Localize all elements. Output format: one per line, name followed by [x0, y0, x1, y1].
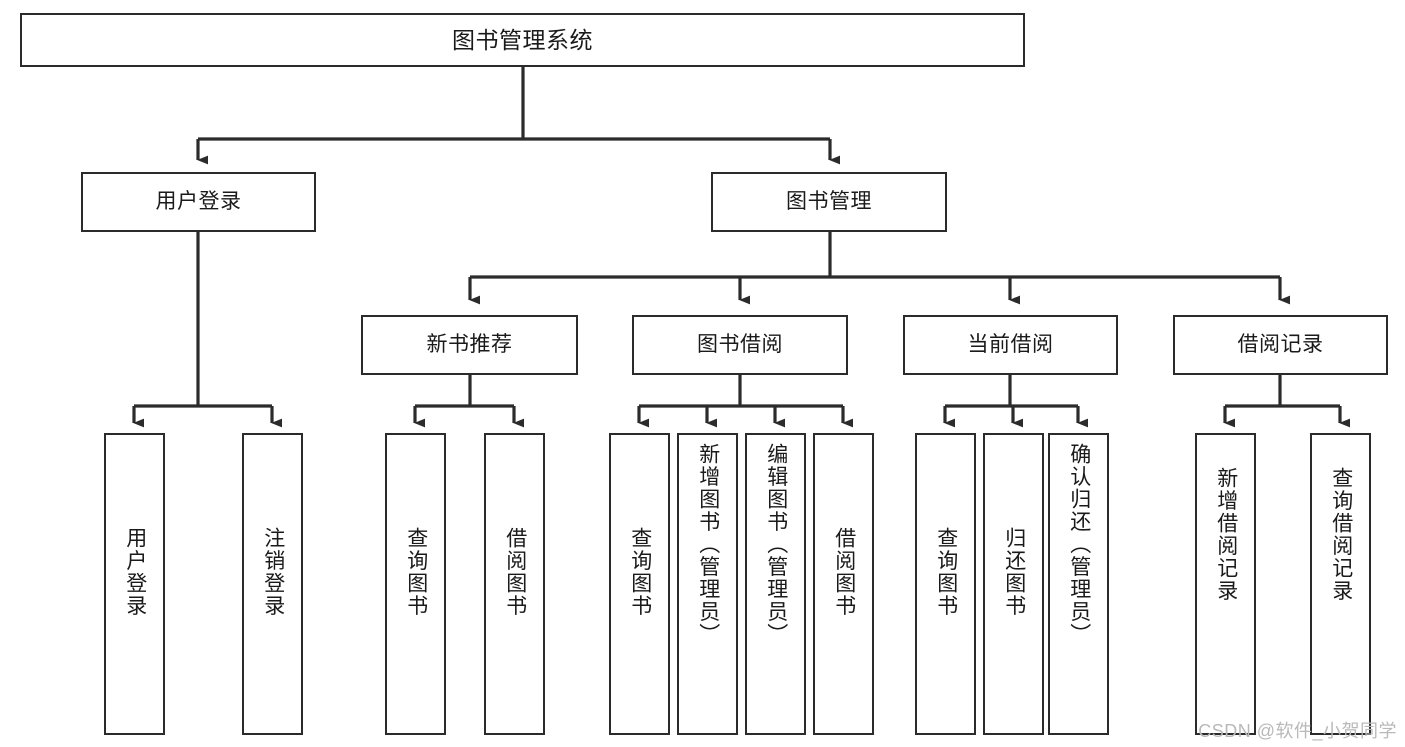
node-label: 新书推荐 — [426, 332, 513, 356]
leaf-query-book-current[interactable]: 查询图书 — [915, 433, 976, 735]
node-label: 查询图书 — [404, 527, 428, 617]
node-label: 借阅图书 — [832, 527, 856, 617]
node-user-login[interactable]: 用户登录 — [81, 172, 316, 232]
node-label: 新增图书（管理员） — [696, 443, 720, 646]
node-new-book-recommend[interactable]: 新书推荐 — [361, 315, 578, 375]
node-label: 用户登录 — [123, 527, 147, 617]
node-label: 查询图书 — [934, 527, 958, 617]
node-label: 图书管理 — [786, 189, 872, 213]
node-label: 编辑图书（管理员） — [764, 443, 788, 646]
leaf-confirm-return-admin[interactable]: 确认归还（管理员） — [1048, 433, 1109, 735]
node-current-borrow[interactable]: 当前借阅 — [903, 315, 1118, 375]
leaf-return-book[interactable]: 归还图书 — [983, 433, 1044, 735]
node-book-borrow[interactable]: 图书借阅 — [632, 315, 848, 375]
node-label: 当前借阅 — [967, 332, 1054, 356]
leaf-borrow-book-new[interactable]: 借阅图书 — [484, 433, 545, 735]
node-label: 用户登录 — [155, 189, 242, 213]
leaf-query-borrow-record[interactable]: 查询借阅记录 — [1310, 433, 1371, 735]
node-label: 注销登录 — [261, 527, 285, 617]
node-label: 归还图书 — [1002, 527, 1026, 617]
leaf-borrow-book[interactable]: 借阅图书 — [813, 433, 874, 735]
node-book-management[interactable]: 图书管理 — [711, 172, 947, 232]
node-label: 查询图书 — [628, 527, 652, 617]
leaf-add-borrow-record[interactable]: 新增借阅记录 — [1195, 433, 1256, 735]
leaf-user-logout[interactable]: 注销登录 — [242, 433, 303, 735]
node-label: 查询借阅记录 — [1329, 467, 1353, 602]
node-label: 图书管理系统 — [452, 26, 593, 53]
node-label: 确认归还（管理员） — [1067, 443, 1091, 646]
leaf-query-book-borrow[interactable]: 查询图书 — [609, 433, 670, 735]
leaf-user-login[interactable]: 用户登录 — [104, 433, 165, 735]
node-borrow-record[interactable]: 借阅记录 — [1173, 315, 1388, 375]
leaf-query-book-new[interactable]: 查询图书 — [385, 433, 446, 735]
node-label: 借阅记录 — [1237, 332, 1324, 356]
node-root-system[interactable]: 图书管理系统 — [20, 13, 1025, 67]
watermark-text: CSDN @软件_小贺同学 — [1198, 721, 1397, 741]
leaf-add-book-admin[interactable]: 新增图书（管理员） — [677, 433, 738, 735]
node-label: 借阅图书 — [503, 527, 527, 617]
node-label: 新增借阅记录 — [1214, 467, 1238, 602]
leaf-edit-book-admin[interactable]: 编辑图书（管理员） — [745, 433, 806, 735]
node-label: 图书借阅 — [697, 332, 783, 356]
